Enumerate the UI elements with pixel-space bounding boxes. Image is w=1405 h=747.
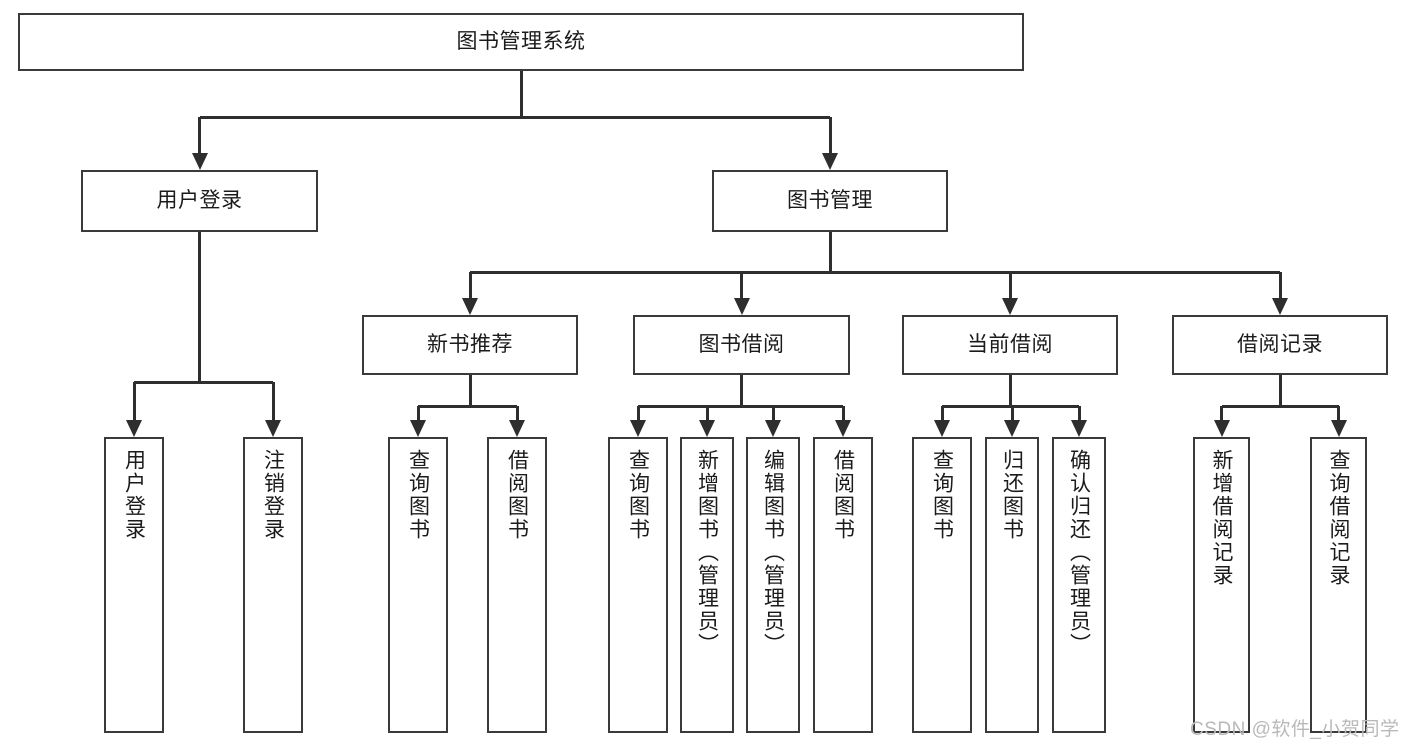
connector-borrow-record-stem <box>1278 375 1282 406</box>
connector-user-login-bus <box>134 380 273 384</box>
connector-to-leaf-borrow-book-new <box>515 406 519 421</box>
node-label: 新增图书（管理员） <box>695 449 719 656</box>
arrow-to-borrow-record <box>1272 298 1288 315</box>
connector-to-leaf-user-login <box>132 382 136 421</box>
node-current-borrow[interactable]: 当前借阅 <box>902 315 1118 375</box>
node-leaf-return-book[interactable]: 归还图书 <box>985 437 1039 733</box>
connector-to-book-management <box>828 117 832 154</box>
arrow-to-book-borrow <box>733 298 750 315</box>
node-book-borrow[interactable]: 图书借阅 <box>633 315 850 375</box>
connector-book-management-stem <box>828 232 832 272</box>
arrow-to-leaf-add-borrow-record <box>1213 420 1230 437</box>
node-label: 借阅图书 <box>831 449 855 541</box>
node-borrow-record[interactable]: 借阅记录 <box>1172 315 1388 375</box>
connector-to-current-borrow <box>1008 272 1012 299</box>
connector-new-book-recommend-bus <box>418 404 517 408</box>
node-label: 注销登录 <box>261 449 285 541</box>
arrow-to-user-login <box>191 153 208 170</box>
node-leaf-add-book-admin[interactable]: 新增图书（管理员） <box>680 437 734 733</box>
node-label: 查询借阅记录 <box>1327 449 1350 587</box>
node-leaf-user-login[interactable]: 用户登录 <box>104 437 164 733</box>
arrow-to-new-book-recommend <box>462 298 478 315</box>
connector-root-bus <box>199 115 830 119</box>
node-user-login[interactable]: 用户登录 <box>81 170 318 232</box>
node-leaf-confirm-return-admin[interactable]: 确认归还（管理员） <box>1052 437 1106 733</box>
node-label: 查询图书 <box>930 449 954 541</box>
node-leaf-query-book-new[interactable]: 查询图书 <box>388 437 448 733</box>
connector-to-leaf-return-book <box>1010 406 1014 421</box>
node-label: 查询图书 <box>406 449 430 541</box>
connector-current-borrow-stem <box>1008 375 1012 406</box>
node-leaf-query-borrow-record[interactable]: 查询借阅记录 <box>1310 437 1367 733</box>
node-label: 用户登录 <box>122 449 146 541</box>
connector-to-leaf-query-book-borrow <box>636 406 640 421</box>
connector-new-book-recommend-stem <box>468 375 472 406</box>
connector-borrow-record-bus <box>1221 404 1339 408</box>
connector-to-leaf-add-borrow-record <box>1220 406 1223 421</box>
node-label: 确认归还（管理员） <box>1067 449 1091 656</box>
connector-to-borrow-record <box>1278 272 1282 299</box>
node-root-root[interactable]: 图书管理系统 <box>18 13 1024 71</box>
connector-book-borrow-bus <box>638 404 843 408</box>
node-new-book-recommend[interactable]: 新书推荐 <box>362 315 578 375</box>
node-label: 新增借阅记录 <box>1210 449 1233 587</box>
arrow-to-leaf-query-book-current <box>934 420 950 437</box>
arrow-to-leaf-confirm-return-admin <box>1071 420 1087 437</box>
watermark: CSDN @软件_小贺同学 <box>1190 719 1400 740</box>
node-leaf-borrow-book[interactable]: 借阅图书 <box>813 437 873 733</box>
arrow-to-leaf-return-book <box>1004 420 1020 437</box>
node-label: 归还图书 <box>1000 449 1024 541</box>
connector-to-leaf-query-book-new <box>416 406 420 421</box>
node-label: 图书管理系统 <box>456 29 586 53</box>
connector-root-stem <box>519 71 523 117</box>
node-leaf-borrow-book-new[interactable]: 借阅图书 <box>487 437 547 733</box>
node-label: 查询图书 <box>626 449 650 541</box>
arrow-to-leaf-query-borrow-record <box>1330 420 1347 437</box>
connector-to-user-login <box>198 117 201 154</box>
node-label: 新书推荐 <box>427 332 513 356</box>
node-leaf-query-book-borrow[interactable]: 查询图书 <box>608 437 668 733</box>
arrow-to-leaf-query-book-borrow <box>630 420 646 437</box>
connector-to-leaf-borrow-book <box>841 406 845 421</box>
connector-to-leaf-confirm-return-admin <box>1077 406 1081 421</box>
connector-to-leaf-add-book-admin <box>705 406 709 421</box>
arrow-to-leaf-borrow-book <box>835 420 851 437</box>
connector-to-leaf-query-book-current <box>940 406 944 421</box>
arrow-to-leaf-query-book-new <box>410 420 426 437</box>
connector-to-leaf-logout <box>271 382 275 421</box>
connector-to-new-book-recommend <box>468 272 472 299</box>
connector-to-leaf-edit-book-admin <box>771 406 775 421</box>
arrow-to-leaf-logout <box>265 420 281 437</box>
node-leaf-edit-book-admin[interactable]: 编辑图书（管理员） <box>746 437 800 733</box>
node-label: 图书借阅 <box>698 332 785 356</box>
node-book-management[interactable]: 图书管理 <box>712 170 948 232</box>
node-leaf-query-book-current[interactable]: 查询图书 <box>912 437 972 733</box>
node-label: 编辑图书（管理员） <box>761 449 785 656</box>
node-label: 用户登录 <box>156 188 243 212</box>
node-label: 借阅记录 <box>1237 332 1323 356</box>
arrow-to-leaf-borrow-book-new <box>509 420 525 437</box>
node-label: 借阅图书 <box>505 449 529 541</box>
connector-user-login-stem <box>198 232 201 382</box>
arrow-to-book-management <box>822 153 838 170</box>
arrow-to-leaf-edit-book-admin <box>765 420 781 437</box>
connector-book-management-bus <box>470 270 1280 274</box>
arrow-to-leaf-add-book-admin <box>699 420 715 437</box>
arrow-to-leaf-user-login <box>126 420 142 437</box>
arrow-to-current-borrow <box>1002 298 1018 315</box>
connector-to-leaf-query-borrow-record <box>1337 406 1340 421</box>
node-leaf-logout[interactable]: 注销登录 <box>243 437 303 733</box>
connector-to-book-borrow <box>740 272 743 299</box>
node-leaf-add-borrow-record[interactable]: 新增借阅记录 <box>1193 437 1250 733</box>
node-label: 当前借阅 <box>967 332 1053 356</box>
node-label: 图书管理 <box>787 188 873 212</box>
connector-book-borrow-stem <box>740 375 743 406</box>
